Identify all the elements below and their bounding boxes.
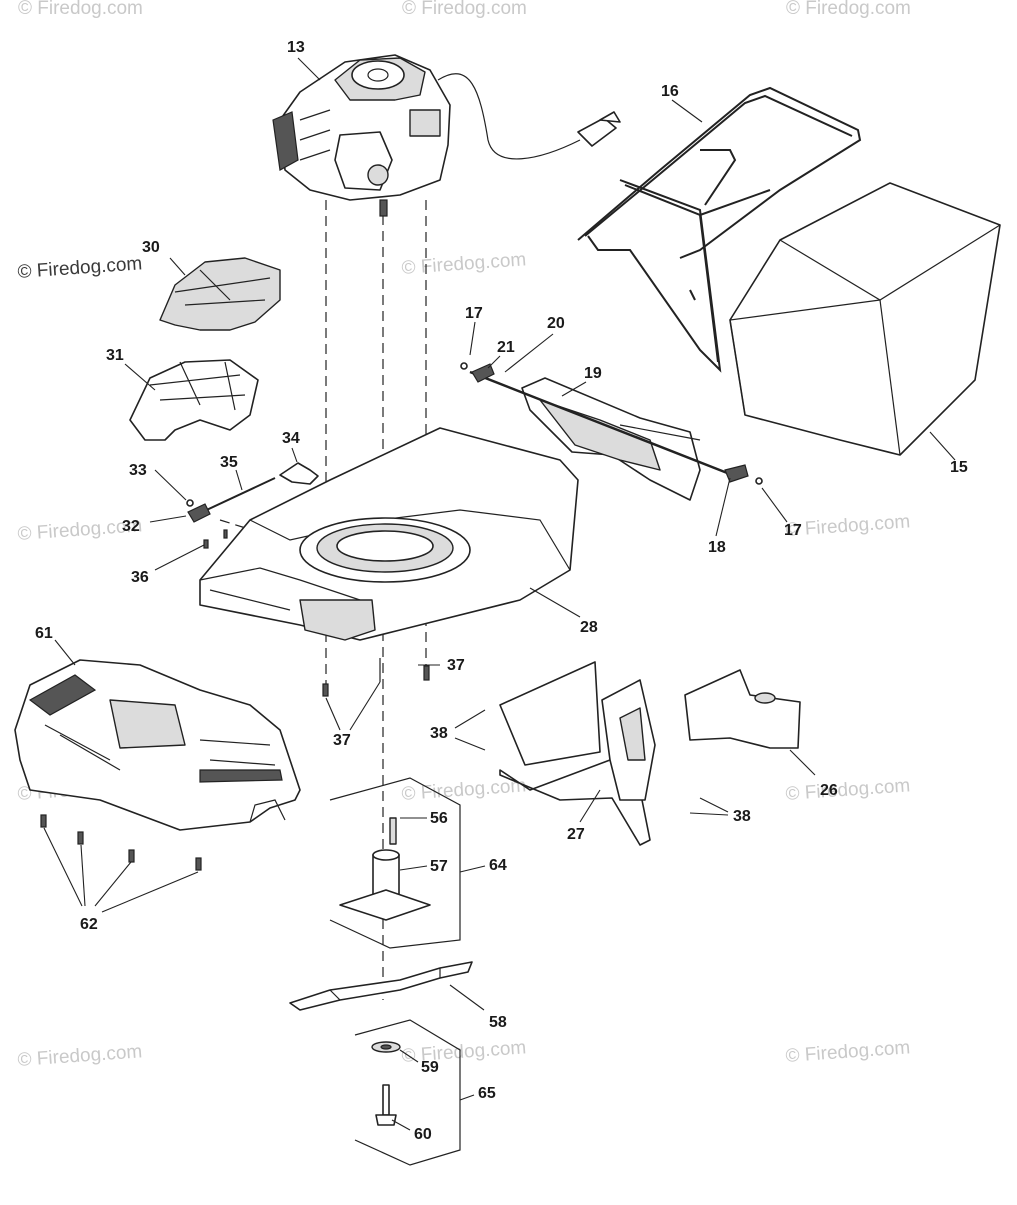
callout-64: 64 [489, 857, 507, 874]
callout-38: 38 [733, 808, 751, 825]
callout-37: 37 [447, 657, 465, 674]
callout-30: 30 [142, 239, 160, 256]
callout-58: 58 [489, 1014, 507, 1031]
callout-17: 17 [465, 305, 483, 322]
grass-bag-icon [729, 182, 1001, 456]
callout-18: 18 [708, 539, 726, 556]
engine-icon [272, 54, 621, 217]
front-cover-icon [14, 659, 301, 831]
callout-62: 62 [80, 916, 98, 933]
baffle-icon [499, 661, 656, 846]
callout-37: 37 [333, 732, 351, 749]
grass-bag-frame-icon [577, 86, 862, 373]
callout-57: 57 [430, 858, 448, 875]
watermark: © Firedog.com [785, 511, 911, 541]
watermark: © Firedog.com [401, 249, 527, 279]
rear-door-icon [460, 362, 763, 501]
screws-icon [40, 658, 430, 871]
callout-36: 36 [131, 569, 149, 586]
mower-deck-icon [199, 427, 579, 641]
callout-27: 27 [567, 826, 585, 843]
spring-rod-icon [186, 462, 319, 549]
callout-16: 16 [661, 83, 679, 100]
callout-20: 20 [547, 315, 565, 332]
watermark: © Firedog.com [17, 253, 143, 283]
callout-31: 31 [106, 347, 124, 364]
leader-lines [43, 57, 956, 1131]
callout-38: 38 [430, 725, 448, 742]
watermark: © Firedog.com [785, 1037, 911, 1067]
watermark: © Firedog.com [17, 1041, 143, 1071]
callout-59: 59 [421, 1059, 439, 1076]
watermark: © Firedog.com [401, 1037, 527, 1067]
callout-13: 13 [287, 39, 305, 56]
chute-top-icon [159, 257, 281, 331]
watermark: © Firedog.com [401, 775, 527, 805]
baffle-rear-icon [684, 669, 801, 749]
callout-33: 33 [129, 462, 147, 479]
watermark: © Firedog.com [785, 775, 911, 805]
callout-26: 26 [820, 782, 838, 799]
callout-35: 35 [220, 454, 238, 471]
blade-icon [289, 961, 473, 1011]
washer-bolt-icon [371, 1041, 401, 1126]
callout-15: 15 [950, 459, 968, 476]
callout-17: 17 [784, 522, 802, 539]
callout-56: 56 [430, 810, 448, 827]
callout-65: 65 [478, 1085, 496, 1102]
callout-61: 61 [35, 625, 53, 642]
callout-32: 32 [122, 518, 140, 535]
watermark: © Firedog.com [786, 0, 911, 19]
callout-19: 19 [584, 365, 602, 382]
chute-side-icon [129, 359, 259, 441]
blade-adapter-icon [339, 817, 431, 921]
callouts: 13 16 15 30 31 17 21 20 19 18 17 34 35 3… [35, 39, 968, 1143]
watermark: © Firedog.com [18, 0, 143, 19]
watermark: © Firedog.com [402, 0, 527, 19]
callout-21: 21 [497, 339, 515, 356]
callout-60: 60 [414, 1126, 432, 1143]
callout-28: 28 [580, 619, 598, 636]
callout-34: 34 [282, 430, 300, 447]
